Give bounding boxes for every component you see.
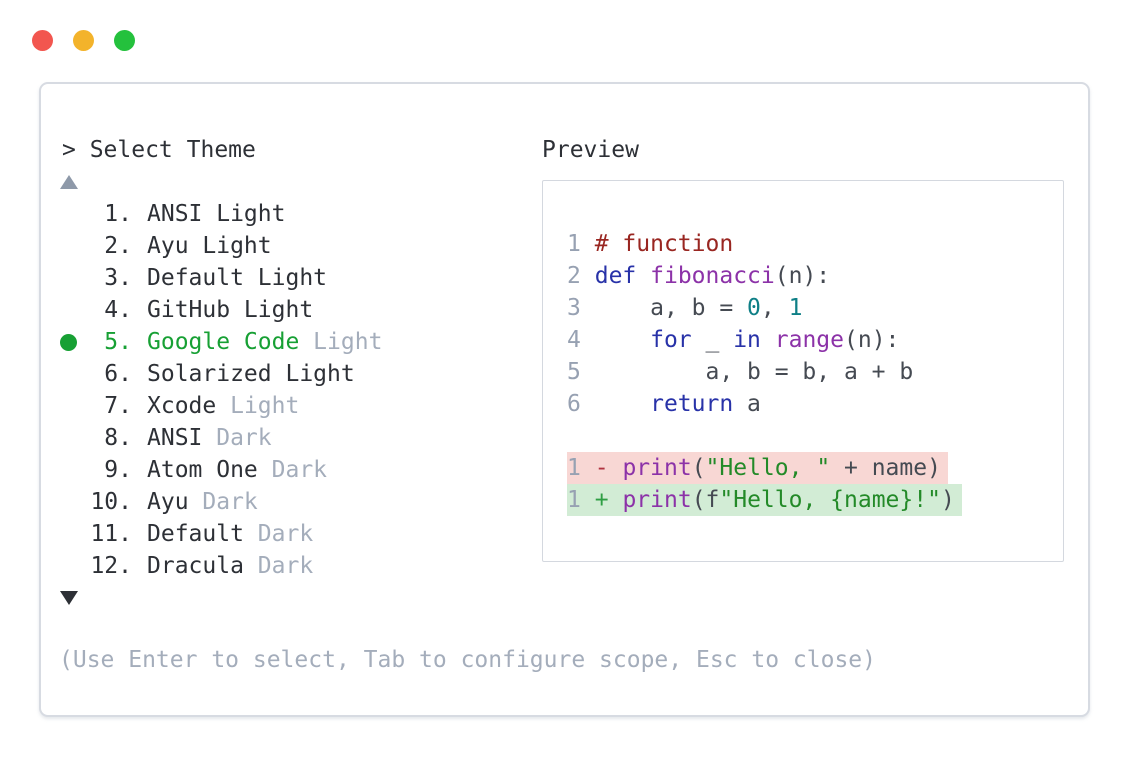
theme-list: 1. ANSI Light 2. Ayu Light 3. Default Light 4.… xyxy=(60,198,382,582)
theme-number: 3. xyxy=(104,265,132,291)
theme-number: 5. xyxy=(104,329,132,355)
theme-list-item[interactable]: 9. Atom One Dark xyxy=(60,454,382,486)
code-line: 1 # function xyxy=(567,231,734,257)
scroll-down-button[interactable] xyxy=(60,582,382,614)
theme-name: Xcode Light xyxy=(147,393,300,419)
theme-name: Default Light xyxy=(147,265,328,291)
theme-list-item[interactable]: 5. Google Code Light xyxy=(60,326,382,358)
code-line: 6 return a xyxy=(567,391,761,417)
preview-panel: 1 # function 2 def fibonacci(n): 3 a, b = … xyxy=(542,180,1064,562)
theme-number: 9. xyxy=(104,457,132,483)
theme-number: 6. xyxy=(104,361,132,387)
theme-number: 2. xyxy=(104,233,132,259)
theme-number: 4. xyxy=(104,297,132,323)
theme-name: Atom One Dark xyxy=(147,457,328,483)
diff-removed-line: 1 - print("Hello, " + name) xyxy=(567,452,1063,484)
scroll-up-button[interactable] xyxy=(60,166,382,198)
theme-number: 10. xyxy=(90,489,132,515)
theme-name: ANSI Light xyxy=(147,201,286,227)
diff-added-line: 1 + print(f"Hello, {name}!") xyxy=(567,484,1063,516)
theme-name: ANSI Dark xyxy=(147,425,272,451)
theme-name: Default Dark xyxy=(147,521,314,547)
diff-added-highlight: 1 + print(f"Hello, {name}!") xyxy=(567,484,962,516)
theme-number: 11. xyxy=(90,521,132,547)
theme-list-item[interactable]: 1. ANSI Light xyxy=(60,198,382,230)
select-theme-prompt: > Select Theme xyxy=(62,137,256,163)
code-line: 4 for _ in range(n): xyxy=(567,327,900,353)
selected-bullet-icon xyxy=(60,333,88,351)
theme-list-item[interactable]: 4. GitHub Light xyxy=(60,294,382,326)
code-line: 3 a, b = 0, 1 xyxy=(567,295,803,321)
code-line: 5 a, b = b, a + b xyxy=(567,359,914,385)
diff-removed-highlight: 1 - print("Hello, " + name) xyxy=(567,452,948,484)
theme-number: 8. xyxy=(104,425,132,451)
hint-text: (Use Enter to select, Tab to configure s… xyxy=(59,647,876,673)
theme-number: 12. xyxy=(90,553,132,579)
theme-list-item[interactable]: 3. Default Light xyxy=(60,262,382,294)
close-window-icon[interactable] xyxy=(32,30,53,51)
theme-name: Google Code Light xyxy=(147,329,383,355)
theme-name: Ayu Dark xyxy=(147,489,258,515)
theme-number: 7. xyxy=(104,393,132,419)
triangle-down-icon xyxy=(60,591,78,605)
minimize-window-icon[interactable] xyxy=(73,30,94,51)
window-controls xyxy=(32,30,135,51)
theme-list-item[interactable]: 7. Xcode Light xyxy=(60,390,382,422)
theme-list-item[interactable]: 12. Dracula Dark xyxy=(60,550,382,582)
theme-name: Dracula Dark xyxy=(147,553,314,579)
theme-name: Solarized Light xyxy=(147,361,355,387)
theme-list-item[interactable]: 8. ANSI Dark xyxy=(60,422,382,454)
theme-list-item[interactable]: 2. Ayu Light xyxy=(60,230,382,262)
theme-list-item[interactable]: 11. Default Dark xyxy=(60,518,382,550)
theme-list-item[interactable]: 10. Ayu Dark xyxy=(60,486,382,518)
theme-name: Ayu Light xyxy=(147,233,272,259)
theme-list-item[interactable]: 6. Solarized Light xyxy=(60,358,382,390)
preview-label: Preview xyxy=(542,137,639,163)
theme-picker-panel: Preview > Select Theme 1. ANSI Light 2. Ayu… xyxy=(39,82,1090,717)
blank-line xyxy=(567,420,1063,452)
theme-name: GitHub Light xyxy=(147,297,314,323)
maximize-window-icon[interactable] xyxy=(114,30,135,51)
theme-number: 1. xyxy=(104,201,132,227)
code-line: 2 def fibonacci(n): xyxy=(567,263,831,289)
triangle-up-icon xyxy=(60,175,78,189)
theme-picker-left-column: > Select Theme 1. ANSI Light 2. Ayu Light 3.… xyxy=(60,134,382,614)
